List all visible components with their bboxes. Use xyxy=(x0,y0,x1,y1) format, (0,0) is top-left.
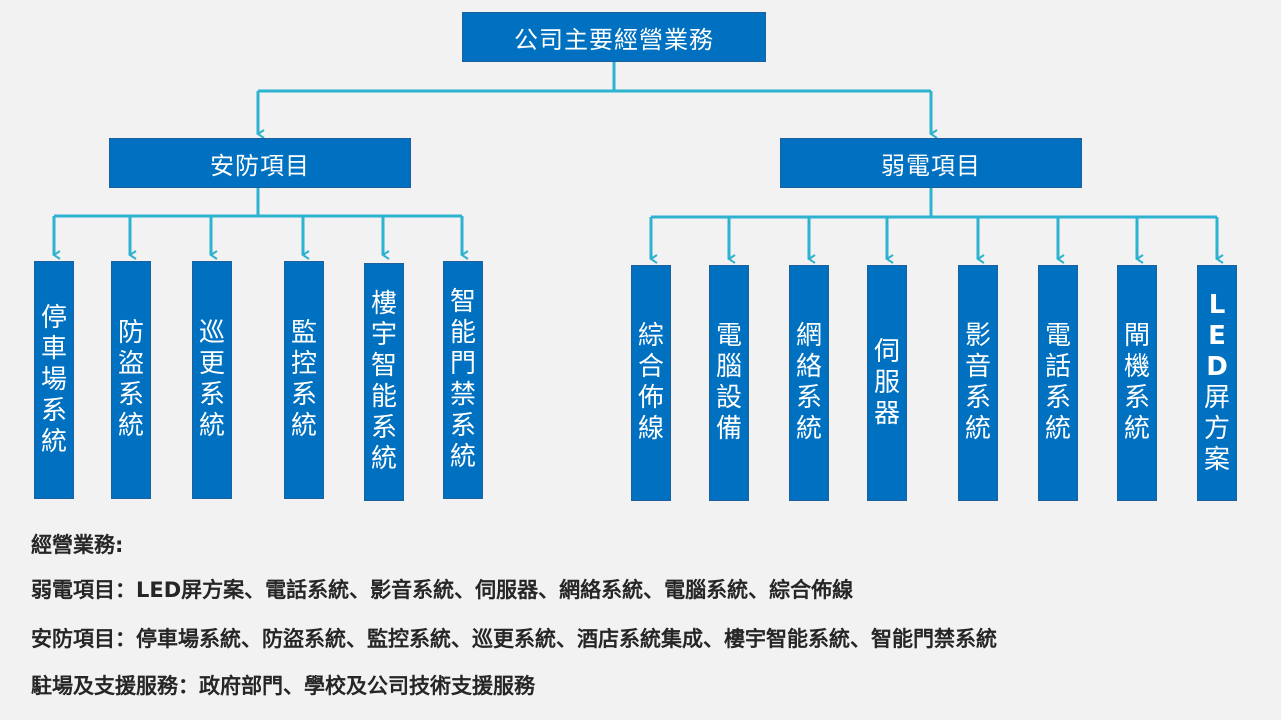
leaf-telephone-system-label: 電話系統 xyxy=(1044,321,1071,444)
leaf-parking-system: 停車場系統 xyxy=(34,261,74,499)
summary-support: 駐場及支援服務：政府部門、學校及公司技術支援服務 xyxy=(31,674,535,698)
leaf-network-system: 網絡系統 xyxy=(789,265,829,501)
leaf-network-system-label: 網絡系統 xyxy=(795,321,822,444)
leaf-anti-theft-system-label: 防盜系統 xyxy=(117,318,144,441)
leaf-gate-system: 閘機系統 xyxy=(1117,265,1157,501)
leaf-av-system-label: 影音系統 xyxy=(964,321,991,444)
leaf-parking-system-label: 停車場系統 xyxy=(40,302,67,457)
leaf-telephone-system: 電話系統 xyxy=(1038,265,1078,501)
branch-weak-current-label: 弱電項目 xyxy=(881,151,981,180)
leaf-patrol-system: 巡更系統 xyxy=(192,261,232,499)
leaf-structured-cabling-label: 綜合佈線 xyxy=(637,321,664,444)
leaf-structured-cabling: 綜合佈線 xyxy=(631,265,671,501)
leaf-anti-theft-system: 防盜系統 xyxy=(111,261,151,499)
leaf-access-control-system: 智能門禁系統 xyxy=(443,261,483,499)
leaf-monitoring-system-label: 監控系統 xyxy=(290,318,317,441)
leaf-server: 伺服器 xyxy=(867,265,907,501)
leaf-computer-equipment-label: 電腦設備 xyxy=(715,321,742,444)
leaf-gate-system-label: 閘機系統 xyxy=(1123,321,1150,444)
leaf-monitoring-system: 監控系統 xyxy=(284,261,324,499)
leaf-building-intelligence-system-label: 樓宇智能系統 xyxy=(370,289,397,474)
leaf-patrol-system-label: 巡更系統 xyxy=(198,318,225,441)
leaf-av-system: 影音系統 xyxy=(958,265,998,501)
leaf-building-intelligence-system: 樓宇智能系統 xyxy=(364,263,404,501)
leaf-server-label: 伺服器 xyxy=(873,336,900,429)
summary-security: 安防項目：停車場系統、防盜系統、監控系統、巡更系統、酒店系統集成、樓宇智能系統、… xyxy=(31,627,997,651)
branch-security: 安防項目 xyxy=(109,138,411,188)
root-node-label: 公司主要經營業務 xyxy=(514,25,714,54)
branch-security-label: 安防項目 xyxy=(210,151,310,180)
branch-weak-current: 弱電項目 xyxy=(780,138,1082,188)
leaf-access-control-system-label: 智能門禁系統 xyxy=(449,287,476,472)
root-node: 公司主要經營業務 xyxy=(462,12,766,62)
summary-weak-current: 弱電項目：LED屏方案、電話系統、影音系統、伺服器、網絡系統、電腦系統、綜合佈線 xyxy=(31,578,854,602)
leaf-computer-equipment: 電腦設備 xyxy=(709,265,749,501)
summary-heading: 經營業務: xyxy=(31,533,124,557)
